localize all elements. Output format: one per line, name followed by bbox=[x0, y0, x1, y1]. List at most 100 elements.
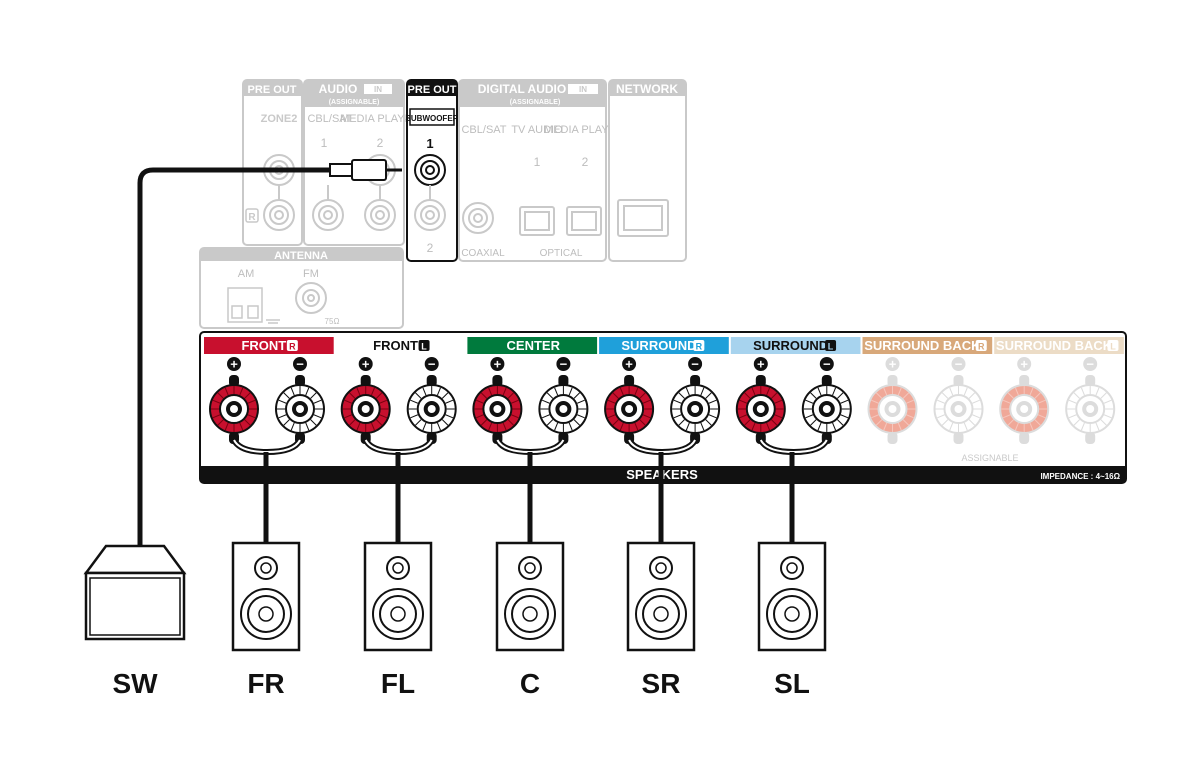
channel-header-bg bbox=[204, 337, 334, 354]
minus-sign: − bbox=[955, 357, 963, 372]
subwoofer-label: SUBWOOFER bbox=[406, 114, 459, 123]
plus-icon bbox=[885, 357, 900, 371]
speaker-terminal-panel: SPEAKERS ASSIGNABLE IMPEDANCE : 4~16Ω FR… bbox=[199, 331, 1127, 484]
speaker-box-c bbox=[495, 541, 565, 652]
minus-terminal[interactable] bbox=[275, 375, 325, 444]
channel-side-badge bbox=[418, 340, 430, 351]
speaker-label-c: C bbox=[519, 668, 541, 699]
subwoofer-cable bbox=[137, 167, 350, 548]
subwoofer-number-2: 2 bbox=[427, 241, 434, 255]
plus-icon bbox=[1017, 357, 1032, 371]
speaker-box-sl bbox=[757, 541, 827, 652]
channel-side-badge bbox=[975, 340, 987, 351]
channel-header-bg bbox=[862, 337, 993, 354]
channel-header-bg bbox=[335, 337, 466, 354]
digital-input-3: MEDIA PLAYER bbox=[544, 124, 624, 136]
audio-in-badge: IN bbox=[374, 85, 382, 94]
minus-sign: − bbox=[296, 357, 304, 372]
minus-icon bbox=[424, 357, 439, 371]
minus-icon bbox=[951, 357, 966, 371]
plus-terminal[interactable] bbox=[340, 375, 391, 444]
plus-terminal[interactable] bbox=[209, 375, 259, 444]
channel-label: SURROUND bbox=[753, 338, 828, 353]
minus-terminal[interactable] bbox=[670, 375, 721, 444]
channel-label: SURROUND BACK bbox=[996, 338, 1113, 353]
minus-sign: − bbox=[823, 357, 831, 372]
channel-header-bg bbox=[994, 337, 1124, 354]
fm-ohm-label: 75Ω bbox=[325, 317, 340, 326]
plus-terminal bbox=[867, 375, 918, 444]
digital-input-1: CBL/SAT bbox=[461, 124, 506, 136]
minus-sign: − bbox=[560, 357, 568, 372]
plus-sign: + bbox=[494, 357, 502, 372]
digital-audio-header: DIGITAL AUDIO bbox=[478, 82, 566, 96]
audio-in-header: AUDIO bbox=[319, 82, 358, 96]
terminal-group-3: CENTER + − bbox=[467, 337, 598, 456]
impedance-label: IMPEDANCE : 4~16Ω bbox=[1040, 472, 1120, 481]
plus-sign: + bbox=[1020, 357, 1028, 372]
zone2-label: ZONE2 bbox=[261, 113, 298, 125]
coaxial-jack bbox=[462, 202, 494, 234]
assignable-label: ASSIGNABLE bbox=[961, 453, 1018, 463]
digital-audio-sub: (ASSIGNABLE) bbox=[510, 99, 561, 106]
plus-sign: + bbox=[757, 357, 765, 372]
minus-icon bbox=[556, 357, 571, 371]
plus-terminal[interactable] bbox=[604, 375, 655, 444]
channel-label: CENTER bbox=[507, 338, 561, 353]
channel-side-letter: R bbox=[978, 342, 985, 352]
audio-in-input-2: MEDIA PLAYER bbox=[340, 113, 420, 125]
plus-sign: + bbox=[230, 357, 238, 372]
channel-side-letter: R bbox=[289, 342, 296, 352]
minus-sign: − bbox=[1086, 357, 1094, 372]
minus-terminal[interactable] bbox=[801, 375, 852, 444]
channel-header-bg bbox=[467, 337, 598, 354]
minus-icon bbox=[293, 357, 307, 371]
channel-side-letter: L bbox=[828, 342, 834, 352]
antenna-header: ANTENNA bbox=[274, 250, 328, 262]
channel-side-letter: R bbox=[696, 342, 703, 352]
subwoofer-jack-2 bbox=[414, 199, 446, 231]
channel-side-badge bbox=[286, 340, 298, 351]
plus-terminal[interactable] bbox=[472, 375, 523, 444]
r-channel-mark: R bbox=[248, 212, 256, 223]
speaker-box-fl bbox=[363, 541, 433, 652]
audio-in-number-2: 2 bbox=[377, 136, 384, 150]
channel-label: FRONT bbox=[241, 338, 286, 353]
speaker-label-sl: SL bbox=[774, 668, 810, 699]
cables bbox=[137, 167, 795, 548]
digital-number-2: 2 bbox=[582, 155, 589, 169]
minus-icon bbox=[819, 357, 834, 371]
plus-icon bbox=[490, 357, 505, 371]
plus-terminal[interactable] bbox=[735, 375, 786, 444]
audio-in-input-1: CBL/SAT bbox=[307, 113, 352, 125]
rear-panel-top: PRE OUT ZONE2 AUDIO IN (ASSIGNABLE) CBL/… bbox=[199, 79, 687, 329]
channel-side-badge bbox=[693, 340, 705, 351]
minus-sign: − bbox=[691, 357, 699, 372]
subwoofer-number-1: 1 bbox=[426, 136, 433, 151]
speaker-label-sw: SW bbox=[112, 668, 158, 699]
antenna-am-label: AM bbox=[238, 268, 255, 280]
audio-in-sub: (ASSIGNABLE) bbox=[329, 99, 380, 106]
minus-terminal[interactable] bbox=[406, 375, 457, 444]
plus-sign: + bbox=[889, 357, 897, 372]
speaker-label-sr: SR bbox=[641, 668, 681, 699]
fm-terminal bbox=[295, 282, 327, 314]
plus-icon bbox=[622, 357, 637, 371]
subwoofer-preout-header: PRE OUT bbox=[408, 84, 457, 96]
digital-audio-badge: IN bbox=[579, 85, 587, 94]
minus-terminal bbox=[1065, 375, 1116, 444]
subwoofer-box bbox=[83, 544, 187, 641]
zone2-preout-header: PRE OUT bbox=[248, 84, 297, 96]
antenna-fm-label: FM bbox=[303, 268, 319, 280]
channel-side-letter: L bbox=[421, 342, 427, 352]
minus-icon bbox=[688, 357, 703, 371]
channel-side-badge bbox=[825, 340, 837, 351]
plus-icon bbox=[358, 357, 373, 371]
